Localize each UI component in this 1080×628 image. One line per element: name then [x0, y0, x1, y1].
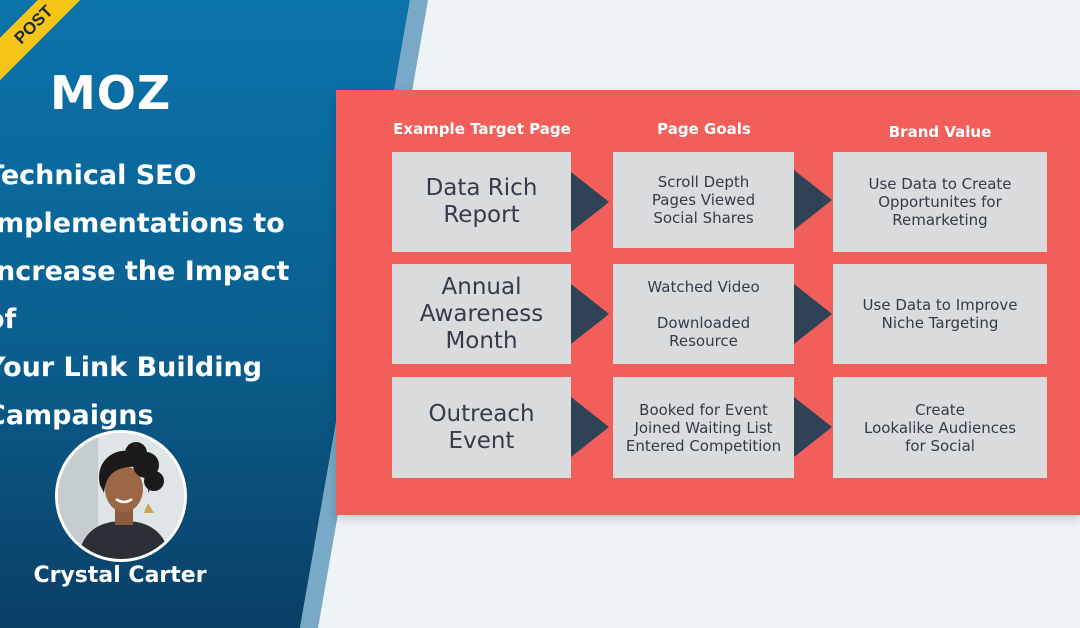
- arrow-right-icon: [794, 397, 832, 457]
- author-avatar: [55, 430, 187, 562]
- page-goals-box: Watched Video Downloaded Resource: [613, 264, 794, 364]
- brand-value-box: Create Lookalike Audiences for Social: [833, 377, 1047, 478]
- column-header-target-page: Example Target Page: [393, 120, 571, 138]
- article-headline: Technical SEO Implementations to Increas…: [0, 160, 290, 431]
- target-page-box: Data Rich Report: [392, 152, 571, 252]
- brand-value-box: Use Data to Improve Niche Targeting: [833, 264, 1047, 364]
- arrow-right-icon: [571, 172, 609, 232]
- arrow-right-icon: [794, 170, 832, 230]
- target-page-box: Outreach Event: [392, 377, 571, 478]
- author-photo-icon: [58, 433, 184, 559]
- author-name: Crystal Carter: [33, 563, 207, 588]
- brand-value-box: Use Data to Create Opportunites for Rema…: [833, 152, 1047, 252]
- arrow-right-icon: [571, 284, 609, 344]
- page-goals-box: Booked for Event Joined Waiting List Ent…: [613, 377, 794, 478]
- arrow-right-icon: [571, 397, 609, 457]
- campaign-diagram: Example Target Page Page Goals Brand Val…: [336, 90, 1080, 515]
- column-header-page-goals: Page Goals: [657, 120, 751, 138]
- arrow-right-icon: [794, 284, 832, 344]
- target-page-box: Annual Awareness Month: [392, 264, 571, 364]
- moz-logo[interactable]: MOZ: [50, 66, 172, 120]
- column-header-brand-value: Brand Value: [888, 123, 992, 141]
- page-goals-box: Scroll Depth Pages Viewed Social Shares: [613, 152, 794, 248]
